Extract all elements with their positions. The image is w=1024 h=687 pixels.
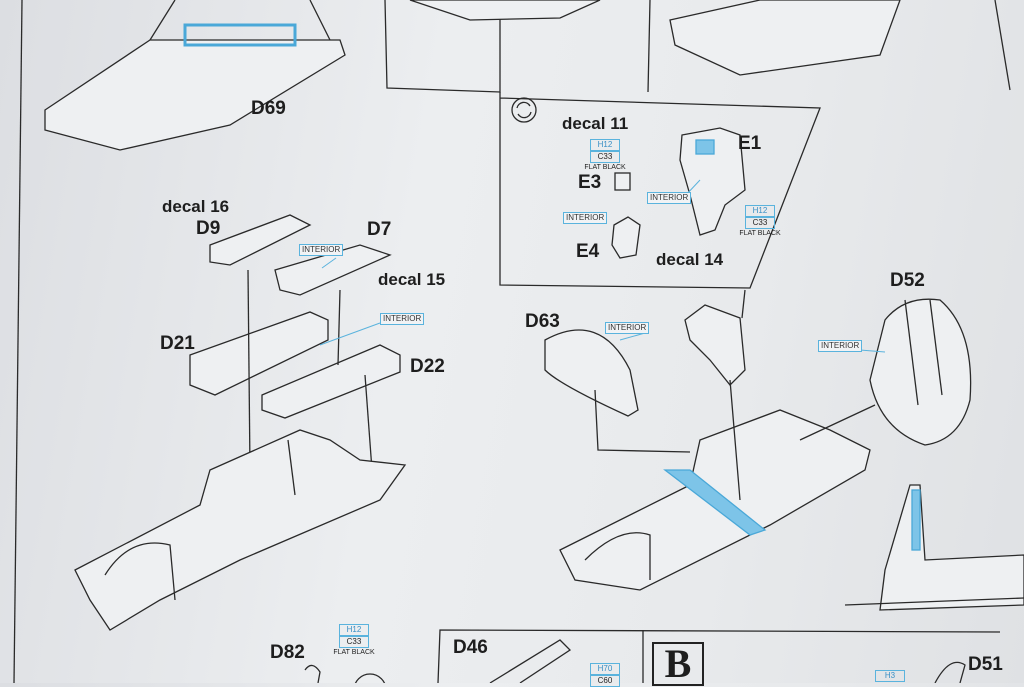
part-label-e4: E4 <box>576 241 600 262</box>
paint-code-c: C60 <box>590 675 620 687</box>
interior-tag: INTERIOR <box>605 322 650 334</box>
paint-code-c: C33 <box>339 636 369 648</box>
interior-tag: INTERIOR <box>380 313 425 325</box>
interior-tag: INTERIOR <box>299 244 344 256</box>
decal-label-14: decal 14 <box>656 250 724 269</box>
part-label-d63: D63 <box>525 311 560 332</box>
paint-callout-flat-black: H12 C33 FLAT BLACK <box>575 139 635 171</box>
paint-code-h: H12 <box>590 139 620 151</box>
step-label: B <box>652 642 704 686</box>
paint-callout-h70: H70 C60 <box>590 663 620 687</box>
paint-code-h: H3 <box>875 670 905 682</box>
paint-code-h: H70 <box>590 663 620 675</box>
paint-callout-h3: H3 <box>875 670 905 682</box>
paint-name: FLAT BLACK <box>333 649 375 656</box>
part-label-d21: D21 <box>160 333 195 354</box>
paint-code-c: C33 <box>745 217 775 229</box>
decal-label-15: decal 15 <box>378 270 446 289</box>
part-label-e1: E1 <box>738 133 762 154</box>
part-label-d52: D52 <box>890 270 925 291</box>
paint-name: FLAT BLACK <box>739 230 781 237</box>
part-label-d9: D9 <box>196 218 221 239</box>
part-d69 <box>44 0 346 151</box>
rotate-icon <box>511 97 537 123</box>
part-label-e3: E3 <box>578 172 602 193</box>
decal-label-16: decal 16 <box>162 197 230 216</box>
paint-name: FLAT BLACK <box>584 164 626 171</box>
part-label-d22: D22 <box>410 356 445 377</box>
paint-callout-flat-black: H12 C33 FLAT BLACK <box>730 205 790 237</box>
paint-code-h: H12 <box>339 624 369 636</box>
decal-label-11: decal 11 <box>562 114 629 133</box>
part-label-d46: D46 <box>453 637 488 658</box>
paint-code-h: H12 <box>745 205 775 217</box>
part-label-d7: D7 <box>367 219 392 240</box>
interior-tag: INTERIOR <box>818 340 863 352</box>
part-label-d69: D69 <box>251 98 286 119</box>
interior-tag: INTERIOR <box>563 212 608 224</box>
part-label-d51: D51 <box>968 654 1003 675</box>
part-label-d82: D82 <box>270 642 305 663</box>
interior-tag: INTERIOR <box>647 192 692 204</box>
paint-callout-flat-black: H12 C33 FLAT BLACK <box>324 624 384 656</box>
paint-code-c: C33 <box>590 151 620 163</box>
